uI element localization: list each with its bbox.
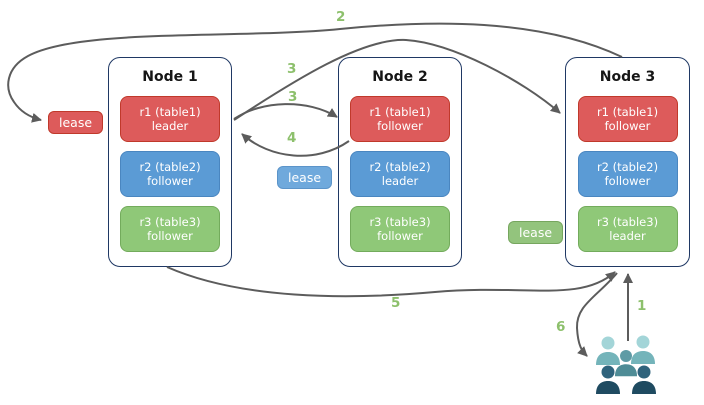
replica-role: leader (151, 119, 189, 133)
arrow-label-6: 6 (556, 319, 566, 335)
node-3-title: Node 3 (599, 69, 656, 85)
replica-label: r2 (table2) (369, 159, 431, 174)
node-2-replica-r1: r1 (table1) follower (350, 96, 450, 142)
node-1-replica-r1: r1 (table1) leader (120, 96, 220, 142)
arrow-label-2: 2 (336, 9, 346, 25)
replica-label: r2 (table2) (139, 159, 201, 174)
replica-role: leader (609, 229, 646, 243)
arrow-step-2 (7, 22, 623, 123)
node-1-title: Node 1 (142, 69, 198, 85)
replica-label: r3 (table3) (596, 214, 659, 229)
replica-role: follower (604, 174, 651, 188)
arrow-step-6 (575, 272, 618, 357)
arrow-label-3a: 3 (287, 61, 297, 77)
node-1-replica-r2: r2 (table2) follower (120, 151, 220, 197)
node-2-title: Node 2 (372, 69, 428, 85)
replica-role: leader (381, 174, 419, 188)
replica-label: r3 (table3) (369, 214, 431, 229)
arrow-step-3-to-node2 (233, 103, 338, 120)
lease-badge-red: lease (48, 111, 104, 134)
arrow-step-5 (166, 266, 616, 298)
replica-role: follower (377, 229, 423, 243)
replica-label: r3 (table3) (139, 214, 201, 229)
node-1-panel: Node 1 r1 (table1) leader r2 (table2) fo… (108, 57, 232, 267)
arrow-label-4: 4 (287, 130, 297, 146)
node-2-replica-r2: r2 (table2) leader (350, 151, 450, 197)
arrow-label-1: 1 (637, 298, 647, 314)
node-2-replica-r3: r3 (table3) follower (350, 206, 450, 252)
replica-label: r2 (table2) (596, 159, 659, 174)
replica-role: follower (147, 174, 193, 188)
users-icon (596, 335, 656, 394)
node-1-replica-r3: r3 (table3) follower (120, 206, 220, 252)
replica-label: r1 (table1) (596, 104, 659, 119)
lease-badge-green: lease (508, 221, 564, 244)
node-3-panel: Node 3 r1 (table1) follower r2 (table2) … (565, 57, 690, 267)
node-3-replica-r1: r1 (table1) follower (577, 96, 678, 142)
replica-label: r1 (table1) (139, 104, 201, 119)
arrow-label-5: 5 (391, 295, 401, 311)
replica-role: follower (377, 119, 423, 133)
lease-badge-blue: lease (277, 166, 333, 189)
replica-role: follower (147, 229, 193, 243)
arrow-label-3b: 3 (288, 89, 298, 105)
replica-label: r1 (table1) (369, 104, 431, 119)
node-3-replica-r3: r3 (table3) leader (577, 206, 678, 252)
node-3-replica-r2: r2 (table2) follower (577, 151, 678, 197)
replica-role: follower (604, 119, 651, 133)
node-2-panel: Node 2 r1 (table1) follower r2 (table2) … (338, 57, 462, 267)
